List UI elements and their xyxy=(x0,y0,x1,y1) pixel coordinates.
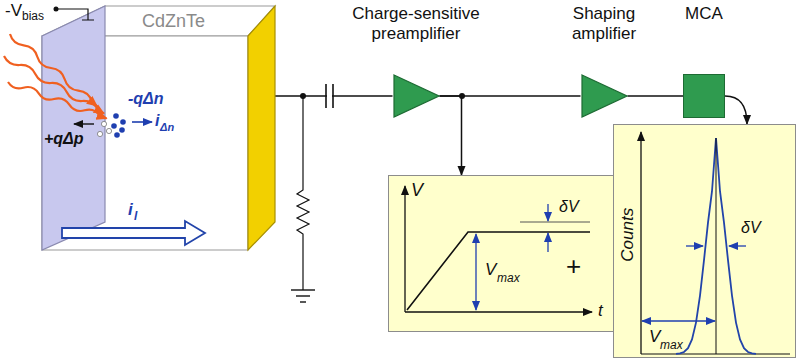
plot-label: max xyxy=(497,272,520,286)
hole xyxy=(97,131,102,136)
pulse-inset: VδV Vmax t + xyxy=(388,175,614,332)
amplifier-triangle: Shaping amplifier xyxy=(556,4,652,118)
component-label: Charge-sensitive preamplifier xyxy=(333,4,499,45)
plot-label: Counts xyxy=(618,208,638,262)
plot-label: V xyxy=(485,260,496,280)
noise-level-line xyxy=(520,222,590,223)
electron-drift-arrow xyxy=(132,121,152,123)
analyzer-box: MCA xyxy=(664,4,744,118)
electron xyxy=(119,127,125,133)
ground-symbol xyxy=(291,289,315,290)
plot-label: V xyxy=(411,180,423,201)
hole xyxy=(101,121,106,126)
current-label: i xyxy=(155,112,159,130)
current-label: i xyxy=(128,200,133,220)
inset-background xyxy=(388,175,614,332)
plot-label: + xyxy=(566,252,581,282)
radiation-wave xyxy=(10,34,97,106)
signal-wire xyxy=(628,95,684,97)
pulse-curve xyxy=(407,232,590,310)
charge-label: +qΔp xyxy=(44,130,84,148)
capacitor-gap xyxy=(327,90,332,102)
fwhm-arrow xyxy=(729,245,746,246)
delta-v-arrow xyxy=(547,204,548,221)
resistor-symbol xyxy=(297,96,309,290)
charge-label: -qΔn xyxy=(128,90,164,108)
triangle-outline xyxy=(581,74,628,118)
x-axis xyxy=(405,311,592,312)
amplifier-symbol xyxy=(394,75,439,117)
component-label: MCA xyxy=(685,4,723,24)
triangle-outline xyxy=(393,74,440,118)
vmax-arrow xyxy=(475,234,476,310)
anode-electrode xyxy=(248,6,275,250)
plot-label: δV xyxy=(741,219,761,237)
signal-wire xyxy=(725,96,747,124)
amplifier-symbol xyxy=(582,75,627,117)
bias-label: -V xyxy=(5,1,22,21)
plot-label: V xyxy=(649,327,660,347)
spectrum-inset: Counts δV Vmax xyxy=(613,124,796,358)
electron xyxy=(120,119,126,125)
amplifier-triangle: Charge-sensitive preamplifier xyxy=(333,4,499,118)
cathode-electrode xyxy=(42,6,105,250)
electron xyxy=(113,113,119,119)
hole xyxy=(106,128,111,133)
ground-symbol xyxy=(296,295,310,296)
radiation-wave xyxy=(8,82,107,119)
subscript: bias xyxy=(22,10,44,24)
plot-label: t xyxy=(598,301,603,321)
plot-label: max xyxy=(660,339,683,353)
junction-dot xyxy=(459,93,465,99)
electron xyxy=(114,132,120,138)
subscript: l xyxy=(134,210,137,224)
peak-center-line xyxy=(716,138,717,354)
capacitor-symbol xyxy=(332,84,334,108)
plot-label: δV xyxy=(559,198,579,216)
inset-background xyxy=(613,124,796,358)
crystal-name: CdZnTe xyxy=(142,12,205,32)
signal-wire xyxy=(440,96,462,175)
vmax-arrow xyxy=(642,320,715,321)
delta-v-arrow xyxy=(547,233,548,252)
component-label: Shaping amplifier xyxy=(556,4,652,45)
analyzer-symbol xyxy=(683,74,725,118)
subscript: Δn xyxy=(160,121,174,134)
electron xyxy=(111,123,117,129)
fwhm-arrow xyxy=(686,245,703,246)
y-axis xyxy=(404,186,405,312)
y-axis xyxy=(640,132,641,354)
radiation-wave xyxy=(4,56,104,114)
hole-drift-arrow xyxy=(74,123,94,124)
ground-symbol xyxy=(300,301,306,302)
bias-wire xyxy=(56,9,94,20)
capacitor-symbol xyxy=(325,84,327,108)
leakage-current-arrow xyxy=(62,221,205,245)
